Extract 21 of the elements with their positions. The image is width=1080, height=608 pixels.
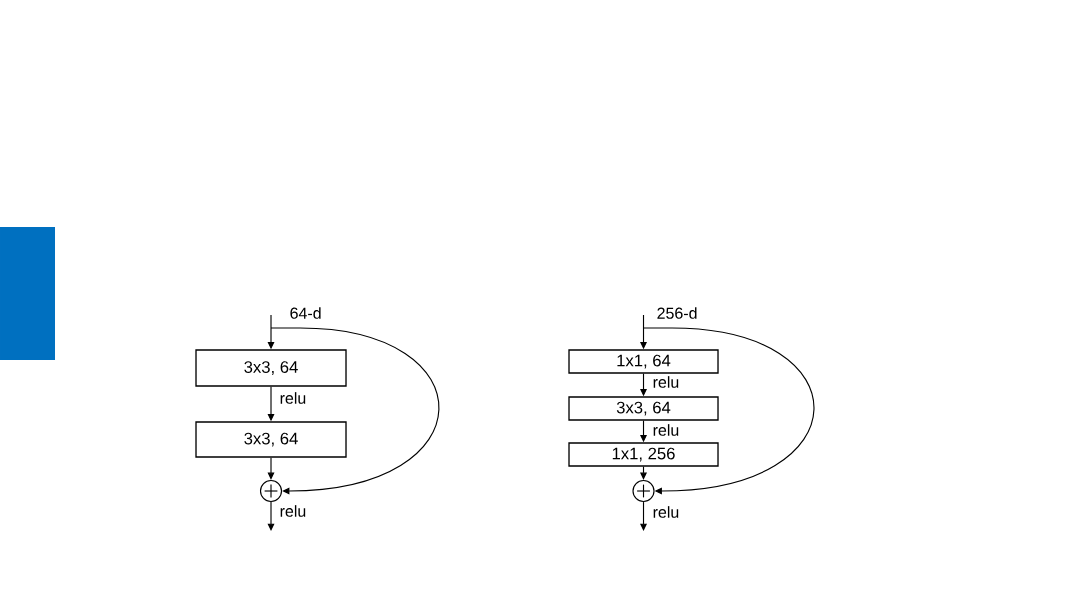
arrow bbox=[642, 327, 815, 495]
arrow bbox=[640, 466, 647, 480]
plus-circle bbox=[632, 479, 655, 503]
edge-label: 64-d bbox=[288, 305, 323, 321]
arrow bbox=[267, 501, 275, 531]
edge-label: relu bbox=[651, 374, 681, 390]
edge-label: relu bbox=[651, 504, 681, 520]
layer-box: 3x3, 64 bbox=[195, 421, 347, 458]
side-bar bbox=[0, 227, 55, 360]
layer-box: 1x1, 256 bbox=[568, 442, 719, 467]
arrow bbox=[270, 327, 440, 495]
arrow bbox=[267, 457, 275, 480]
layer-box: 3x3, 64 bbox=[195, 349, 347, 387]
edge-label: relu bbox=[651, 422, 681, 438]
edge-label: 256-d bbox=[655, 305, 699, 321]
edge-label: relu bbox=[278, 503, 308, 519]
edge-label: relu bbox=[278, 390, 308, 406]
plus-circle bbox=[259, 479, 283, 503]
layer-box: 1x1, 64 bbox=[568, 349, 719, 374]
arrow bbox=[640, 501, 647, 531]
layer-box: 3x3, 64 bbox=[568, 396, 719, 421]
